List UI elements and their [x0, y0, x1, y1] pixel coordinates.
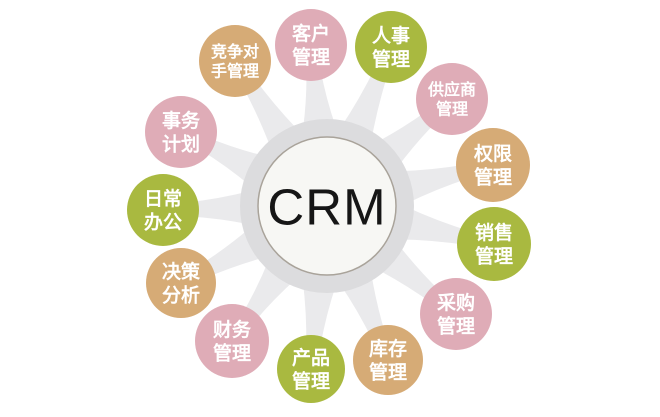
node-label-decision-analysis: 决策分析 — [162, 260, 201, 307]
node-label-customer-management: 客户管理 — [292, 22, 330, 69]
node-circle-inventory-management — [353, 325, 423, 395]
node-circle-customer-management — [275, 9, 347, 81]
node-procurement-management: 采购管理 — [420, 278, 492, 350]
petal-customer-management — [302, 68, 337, 133]
node-circle-decision-analysis — [146, 248, 216, 318]
petal-sales-management — [397, 206, 472, 246]
node-finance-management: 财务管理 — [195, 304, 269, 378]
petal-permission-management — [396, 164, 471, 205]
node-circle-affairs-planning — [145, 96, 217, 168]
petal-product-management — [302, 280, 337, 348]
node-circle-product-management — [277, 335, 345, 403]
center-circle — [257, 136, 397, 276]
node-decision-analysis: 决策分析 — [146, 248, 216, 318]
node-circle-hr-management — [355, 11, 427, 83]
node-label-competitor-management: 竞争对手管理 — [211, 42, 259, 81]
node-permission-management: 权限管理 — [456, 128, 530, 202]
node-product-management: 产品管理 — [277, 335, 345, 403]
node-circle-permission-management — [456, 128, 530, 202]
node-label-affairs-planning: 事务计划 — [162, 109, 201, 156]
node-circle-competitor-management — [199, 25, 271, 97]
node-circle-sales-management — [457, 207, 531, 281]
node-label-product-management: 产品管理 — [292, 346, 330, 393]
node-hr-management: 人事管理 — [355, 11, 427, 83]
node-affairs-planning: 事务计划 — [145, 96, 217, 168]
node-circle-procurement-management — [420, 278, 492, 350]
petal-daily-office — [186, 190, 252, 225]
node-label-inventory-management: 库存管理 — [369, 337, 407, 384]
node-customer-management: 客户管理 — [275, 9, 347, 81]
node-daily-office: 日常办公 — [127, 174, 199, 246]
node-sales-management: 销售管理 — [457, 207, 531, 281]
node-circle-supplier-management — [416, 63, 488, 135]
node-competitor-management: 竞争对手管理 — [199, 25, 271, 97]
node-label-supplier-management: 供应商管理 — [427, 80, 476, 119]
node-label-procurement-management: 采购管理 — [437, 291, 475, 338]
node-supplier-management: 供应商管理 — [416, 63, 488, 135]
node-label-finance-management: 财务管理 — [213, 318, 252, 365]
node-label-sales-management: 销售管理 — [475, 221, 513, 268]
node-label-hr-management: 人事管理 — [372, 24, 410, 71]
node-circle-finance-management — [195, 304, 269, 378]
node-label-daily-office: 日常办公 — [144, 187, 182, 234]
center-crm-label: CRM — [267, 178, 386, 235]
node-inventory-management: 库存管理 — [353, 325, 423, 395]
node-circle-daily-office — [127, 174, 199, 246]
node-label-permission-management: 权限管理 — [473, 142, 512, 189]
